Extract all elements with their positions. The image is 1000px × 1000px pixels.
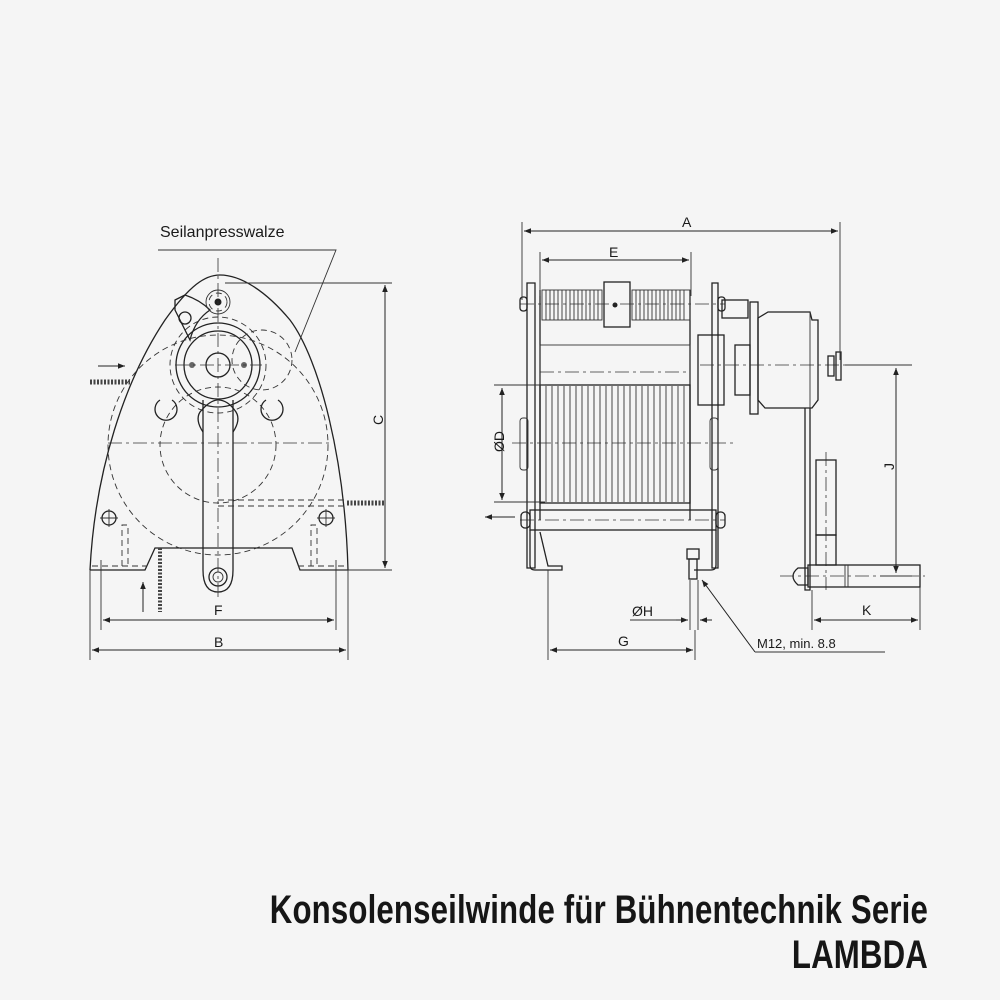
front-view xyxy=(89,249,392,660)
product-title: Konsolenseilwinde für Bühnentechnik Seri… xyxy=(269,888,928,977)
dimension-label-h: ØH xyxy=(632,603,653,619)
bolt-note: M12, min. 8.8 xyxy=(757,636,836,651)
dimension-label-j: J xyxy=(881,463,897,470)
callout-label: Seilanpresswalze xyxy=(160,224,285,241)
dimension-label-c: C xyxy=(370,415,386,425)
dimension-label-a: A xyxy=(682,214,692,230)
side-view xyxy=(485,222,925,660)
dimension-label-f: F xyxy=(214,602,223,618)
dimension-label-d: ØD xyxy=(491,431,507,452)
dimension-label-g: G xyxy=(618,633,629,649)
dimension-label-b: B xyxy=(214,634,223,650)
dimension-label-e: E xyxy=(609,244,618,260)
dimension-label-k: K xyxy=(862,602,872,618)
